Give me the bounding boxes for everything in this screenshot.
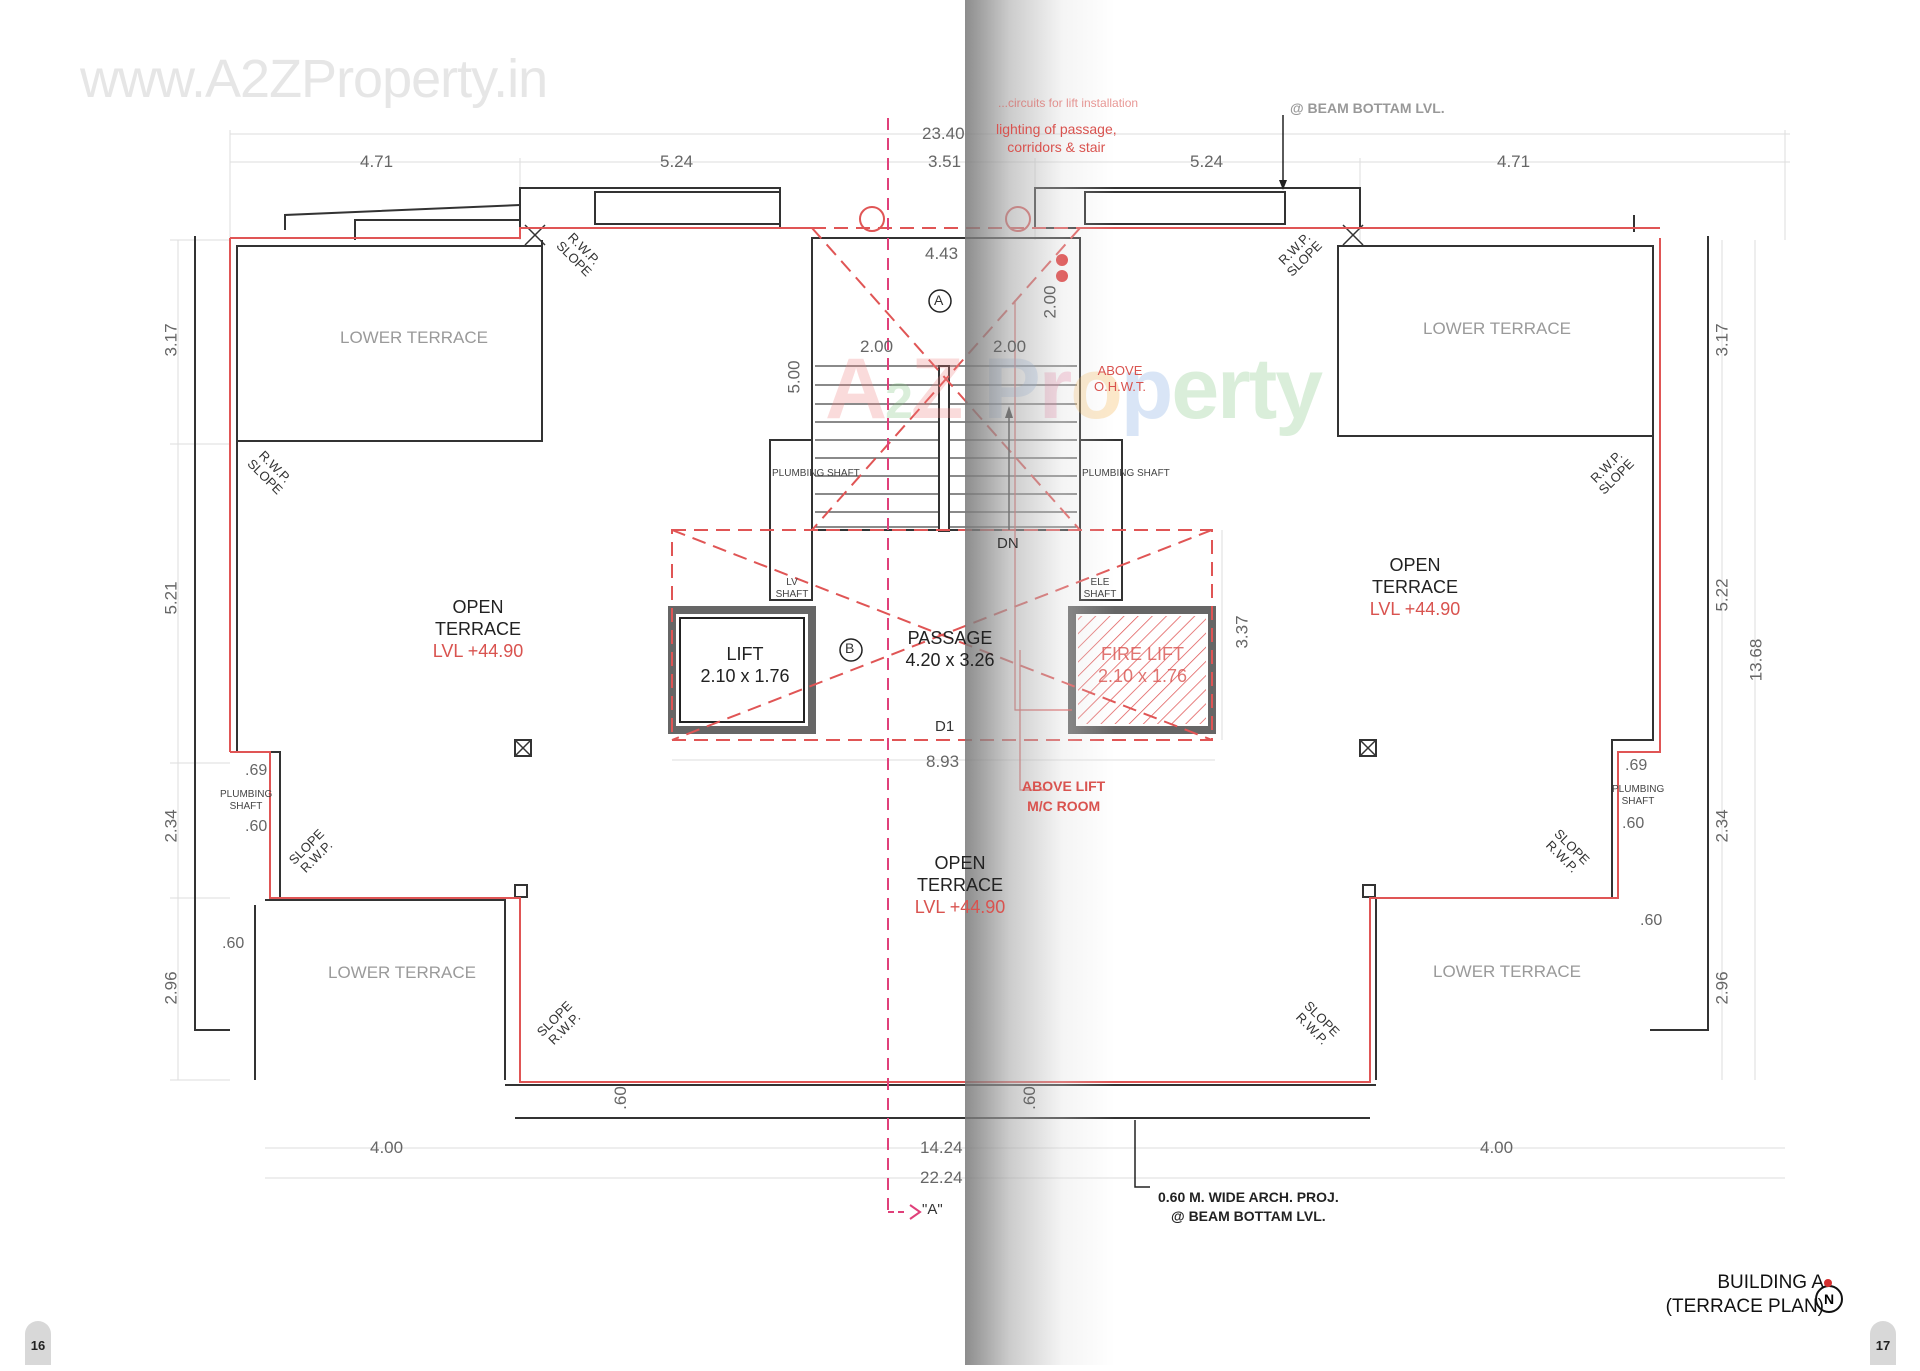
north-arrow-icon: N: [1815, 1285, 1843, 1313]
dim-top-center: 3.51: [928, 152, 962, 171]
fire-lift-size: 2.10 x 1.76: [1097, 666, 1188, 686]
dim-stair-vertical: 2.00: [1040, 285, 1060, 319]
dim-stair-half-right: 2.00: [993, 337, 1027, 356]
dim-shaft-top-left: .69: [245, 762, 268, 779]
dim-right-shaft: 2.34: [1712, 809, 1732, 843]
ohwt-line2: O.H.W.T.: [1094, 379, 1146, 394]
logo-watermark: A2Z Property: [825, 341, 1323, 437]
dim-core-width: 8.93: [926, 752, 960, 771]
lift-size: 2.10 x 1.76: [700, 666, 790, 686]
beam-note-cropped: @ BEAM BOTTAM LVL.: [1290, 100, 1445, 116]
dim-shaft-top-right: .69: [1625, 757, 1648, 774]
open-terrace-center: OPEN TERRACE LVL +44.90: [900, 852, 1020, 918]
lv-shaft: LV SHAFT: [775, 577, 809, 600]
open-terrace-right: OPEN TERRACE LVL +44.90: [1355, 554, 1475, 620]
lift-room: LIFT 2.10 x 1.76: [690, 643, 800, 687]
fire-lift-label: FIRE LIFT: [1100, 644, 1184, 664]
dim-proj-left: .60: [222, 935, 245, 952]
plan-title-line1: BUILDING A: [1717, 1272, 1824, 1293]
section-marker-a: "A": [922, 1201, 943, 1218]
dim-left-mid: 5.21: [161, 581, 181, 615]
open-terrace-left: OPEN TERRACE LVL +44.90: [418, 596, 538, 662]
open-terrace-left-line1: OPEN: [452, 597, 504, 617]
north-dot-icon: [1824, 1279, 1832, 1287]
dim-right-lower: 2.96: [1712, 971, 1732, 1005]
dim-bottom-left: 4.00: [370, 1138, 404, 1157]
arch-proj-line1: 0.60 M. WIDE ARCH. PROJ.: [1158, 1189, 1339, 1205]
open-terrace-center-line1: OPEN: [934, 853, 986, 873]
plumbing-shaft-left: PLUMBING SHAFT: [772, 468, 860, 479]
dim-bottom-right: 4.00: [1480, 1138, 1514, 1157]
page-number-right: 17: [1870, 1321, 1896, 1365]
ele-shaft: ELE SHAFT: [1083, 577, 1117, 600]
open-terrace-center-level: LVL +44.90: [914, 897, 1006, 917]
open-terrace-right-line1: OPEN: [1389, 555, 1441, 575]
plumbing-shaft-right-wing: PLUMBING SHAFT: [1612, 784, 1665, 807]
passage-size: 4.20 x 3.26: [905, 650, 995, 670]
dim-proj-bottom-center: .60: [1019, 1086, 1039, 1110]
dim-right-upper: 3.17: [1712, 323, 1732, 357]
dim-left-shaft: 2.34: [161, 809, 181, 843]
watermark-url: www.A2ZProperty.in: [80, 49, 548, 109]
dim-top-overall: 23.40: [922, 124, 965, 143]
down-label: DN: [997, 535, 1019, 552]
dim-shaft-bottom-left: .60: [245, 818, 268, 835]
dim-top-left-wing: 4.71: [360, 152, 394, 171]
lower-terrace-top-left: LOWER TERRACE: [340, 328, 488, 347]
open-terrace-right-level: LVL +44.90: [1369, 599, 1461, 619]
above-lift-mc-note: ABOVE LIFT M/C ROOM: [1022, 776, 1105, 816]
above-lift-line2: M/C ROOM: [1027, 798, 1101, 814]
dim-bottom-overall: 22.24: [920, 1168, 963, 1187]
door-d1: D1: [935, 718, 955, 735]
dim-stair-length: 5.00: [784, 360, 804, 394]
lower-terrace-top-right: LOWER TERRACE: [1423, 319, 1571, 338]
dim-bottom-mid: 14.24: [920, 1138, 963, 1157]
dim-stair-width: 4.43: [925, 244, 959, 263]
open-terrace-left-line2: TERRACE: [434, 619, 521, 639]
plumbing-shaft-left-wing: PLUMBING SHAFT: [220, 789, 273, 812]
dim-shaft-bottom-right: .60: [1622, 815, 1645, 832]
page-number-left: 16: [25, 1321, 51, 1365]
lighting-note-line1: lighting of passage,: [996, 121, 1117, 137]
dim-core-height: 3.37: [1232, 615, 1252, 649]
fire-lift-room: FIRE LIFT 2.10 x 1.76: [1085, 643, 1200, 687]
passage-marker-b: B: [845, 640, 855, 656]
top-note-cropped: ...circuits for lift installation: [998, 96, 1139, 110]
lower-terrace-bottom-left: LOWER TERRACE: [328, 963, 476, 982]
ohwt-line1: ABOVE: [1097, 363, 1143, 378]
stair-marker-a: A: [934, 292, 944, 308]
dim-left-lower: 2.96: [161, 971, 181, 1005]
lighting-note-line2: corridors & stair: [1007, 139, 1106, 155]
dim-right-overall: 13.68: [1746, 638, 1766, 682]
dim-top-left-mid: 5.24: [660, 152, 694, 171]
dim-proj-right: .60: [1640, 912, 1663, 929]
above-ohwt-note: ABOVE O.H.W.T.: [1094, 363, 1146, 395]
open-terrace-right-line2: TERRACE: [1371, 577, 1458, 597]
arch-proj-line2: @ BEAM BOTTAM LVL.: [1171, 1208, 1326, 1224]
lighting-note: lighting of passage, corridors & stair: [996, 120, 1117, 156]
arch-proj-note: 0.60 M. WIDE ARCH. PROJ. @ BEAM BOTTAM L…: [1158, 1188, 1339, 1226]
passage-room: PASSAGE 4.20 x 3.26: [890, 627, 1010, 671]
lift-label: LIFT: [726, 644, 764, 664]
lower-terrace-bottom-right: LOWER TERRACE: [1433, 962, 1581, 981]
passage-label: PASSAGE: [907, 628, 993, 648]
plan-title: BUILDING A (TERRACE PLAN): [1666, 1271, 1824, 1319]
open-terrace-center-line2: TERRACE: [916, 875, 1003, 895]
plan-title-line2: (TERRACE PLAN): [1665, 1296, 1824, 1317]
above-lift-line1: ABOVE LIFT: [1022, 778, 1106, 794]
dim-right-mid: 5.22: [1712, 578, 1732, 612]
dim-top-right-wing: 4.71: [1497, 152, 1531, 171]
dim-proj-bottom-left: .60: [610, 1086, 630, 1110]
dim-left-upper: 3.17: [161, 323, 181, 357]
open-terrace-left-level: LVL +44.90: [432, 641, 524, 661]
plumbing-shaft-right: PLUMBING SHAFT: [1082, 468, 1170, 479]
dim-top-right-mid: 5.24: [1190, 152, 1224, 171]
dim-stair-half-left: 2.00: [860, 337, 894, 356]
